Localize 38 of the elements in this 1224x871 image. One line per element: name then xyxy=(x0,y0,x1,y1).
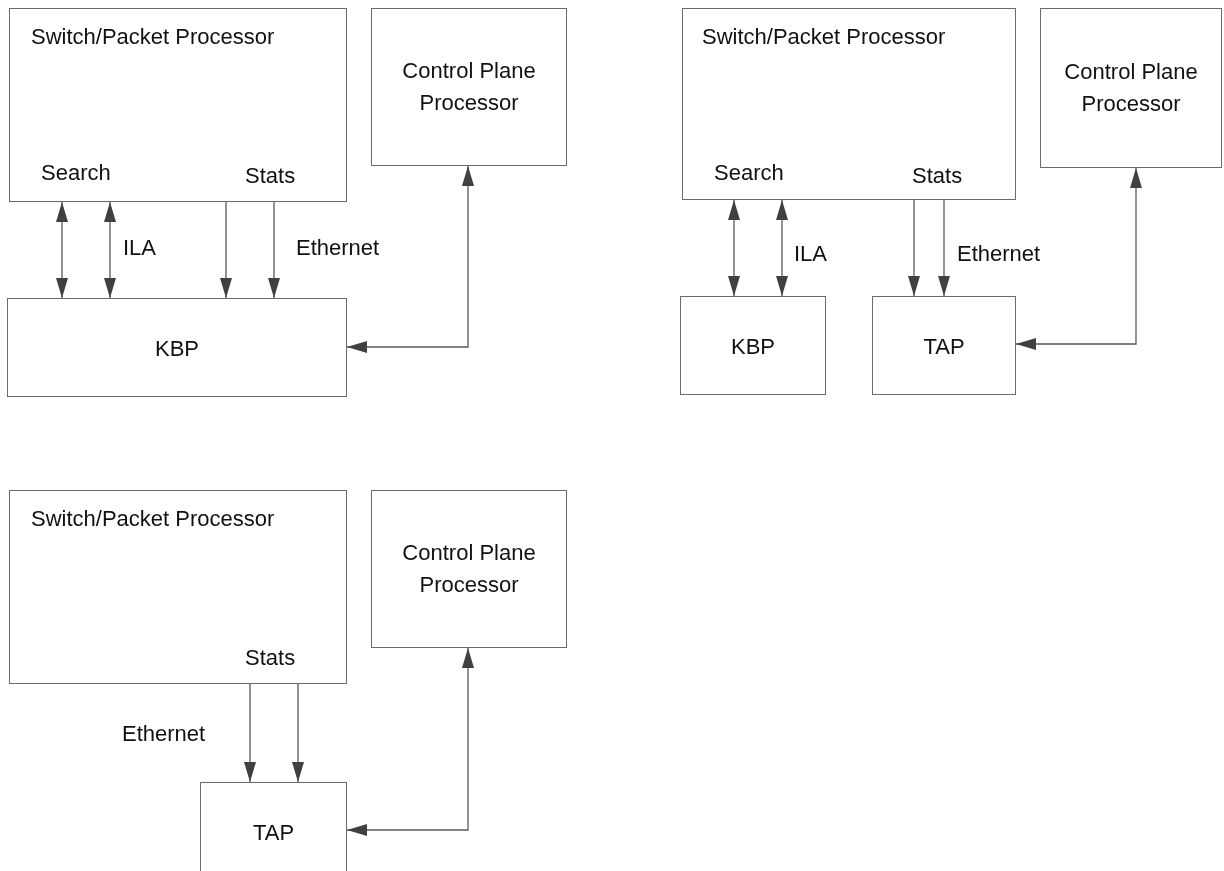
arrow xyxy=(346,165,474,353)
arrow xyxy=(56,201,68,299)
process-box xyxy=(7,298,347,397)
arrow xyxy=(292,683,304,783)
process-box xyxy=(682,8,1016,200)
process-box xyxy=(872,296,1016,395)
box-label: KBP xyxy=(155,334,199,363)
box-title: Switch/Packet Processor xyxy=(702,23,946,51)
arrow xyxy=(728,199,740,297)
port-label: Stats xyxy=(912,162,963,190)
port-label: Search xyxy=(41,159,111,187)
box-label: Control Plane Processor xyxy=(401,57,537,117)
process-box xyxy=(200,782,347,871)
arrow xyxy=(908,199,920,297)
arrow xyxy=(346,647,474,836)
box-label: KBP xyxy=(731,332,775,361)
process-box xyxy=(9,490,347,684)
arrow xyxy=(244,683,256,783)
arrow xyxy=(268,201,280,299)
port-label: Search xyxy=(714,159,784,187)
port-label: Stats xyxy=(245,162,296,190)
box-label: Control Plane Processor xyxy=(1063,58,1199,118)
box-label: TAP xyxy=(923,332,965,361)
arrow xyxy=(938,199,950,297)
port-label: Stats xyxy=(245,644,296,672)
arrow xyxy=(104,201,116,299)
process-box xyxy=(1040,8,1222,168)
arrow xyxy=(776,199,788,297)
box-label: Control Plane Processor xyxy=(401,539,537,599)
arrow xyxy=(220,201,232,299)
arrow xyxy=(1015,167,1142,350)
process-box xyxy=(9,8,347,202)
process-box xyxy=(680,296,826,395)
process-box xyxy=(371,490,567,648)
process-box xyxy=(371,8,567,166)
box-label: TAP xyxy=(252,818,295,847)
box-title: Switch/Packet Processor xyxy=(31,505,275,533)
box-title: Switch/Packet Processor xyxy=(31,23,275,51)
